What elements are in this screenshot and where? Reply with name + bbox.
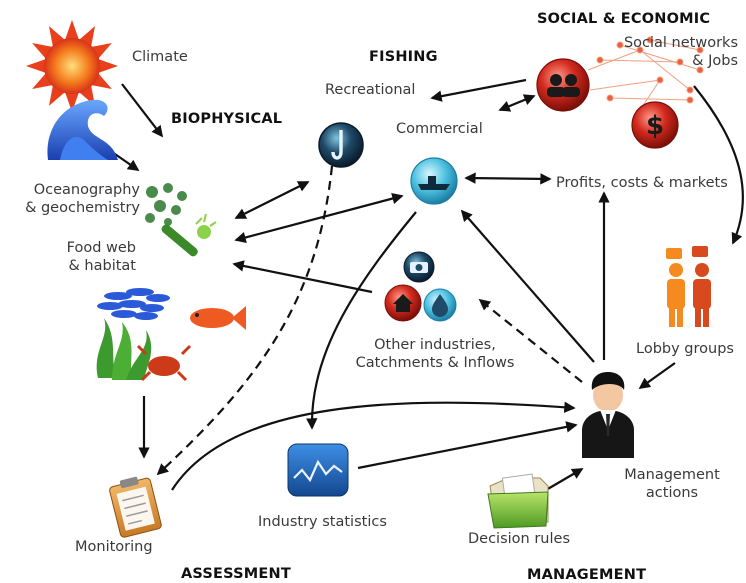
label-social-networks: Social networks& Jobs	[623, 35, 738, 69]
crab-icon	[136, 344, 192, 382]
label-profits-costs-markets: Profits, costs & markets	[556, 175, 728, 191]
arrow-commercial-profits	[464, 172, 552, 185]
arrow-other-industries-to-foodweb	[232, 260, 373, 294]
fish-hook-icon	[318, 122, 364, 168]
svg-text:$: $	[646, 111, 664, 141]
people-icon	[536, 58, 590, 112]
arrow-industry-statistics-to-management	[357, 421, 578, 470]
arrow-oceanography-to-biophysical	[111, 151, 140, 171]
label-industry-statistics: Industry statistics	[258, 514, 387, 530]
arrow-climate-to-biophysical	[121, 83, 164, 138]
arrow-monitoring-to-management	[171, 401, 576, 491]
folder-icon	[487, 473, 549, 529]
label-commercial: Commercial	[396, 121, 483, 137]
sun-icon	[26, 20, 118, 112]
section-management: MANAGEMENT	[527, 567, 647, 583]
seaweed-icon	[96, 318, 152, 380]
dollar-icon: $	[631, 101, 679, 149]
label-food-web: Food web& habitat	[66, 240, 136, 274]
fishing-boat-icon	[410, 157, 458, 205]
arrow-commercial-foodweb	[234, 192, 404, 244]
camera-icon	[403, 251, 435, 283]
label-recreational: Recreational	[325, 82, 416, 98]
arrow-recreational-foodweb	[234, 181, 310, 219]
section-fishing: FISHING	[369, 49, 438, 65]
arrow-commercial-to-industry-statistics	[306, 211, 417, 430]
arrow-decision-rules-to-management	[545, 468, 584, 491]
arrow-management-to-commercial	[460, 209, 595, 363]
label-other-industries: Other industries,Catchments & Inflows	[355, 337, 515, 371]
businessman-icon	[582, 372, 634, 458]
arrow-lobby-to-management	[638, 362, 676, 389]
section-social-economic: SOCIAL & ECONOMIC	[537, 11, 711, 27]
label-monitoring: Monitoring	[75, 539, 153, 555]
wave-icon	[47, 99, 118, 160]
clipboard-icon	[109, 476, 162, 538]
arrow-recreational-to-monitoring-dashed	[156, 165, 334, 476]
label-climate: Climate	[132, 49, 188, 65]
section-assessment: ASSESSMENT	[181, 566, 291, 582]
arrow-social-to-recreational	[430, 78, 527, 102]
chart-icon	[287, 443, 349, 497]
arrow-management-to-other-industries-dashed	[478, 298, 583, 383]
house-icon	[384, 284, 422, 322]
section-biophysical: BIOPHYSICAL	[171, 111, 283, 127]
plankton-icon	[145, 183, 187, 226]
fish-icon	[190, 306, 246, 330]
label-decision-rules: Decision rules	[468, 531, 570, 547]
seagrass-icon	[161, 213, 217, 257]
fish-school-icon	[97, 288, 170, 320]
arrow-commercial-social	[498, 94, 536, 112]
water-drop-icon	[423, 288, 457, 322]
label-oceanography: Oceanography& geochemistry	[25, 182, 140, 216]
label-lobby-groups: Lobby groups	[636, 341, 734, 357]
arrow-social-to-lobby	[693, 85, 744, 245]
network-icon	[587, 36, 704, 111]
lobby-people-icon	[666, 246, 711, 327]
